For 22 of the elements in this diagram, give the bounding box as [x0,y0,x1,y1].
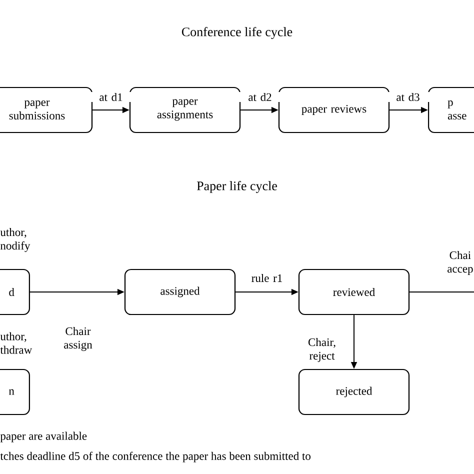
edge-label: Chair, reject [300,337,344,363]
transition-label: uthor, nodify [0,228,30,252]
note: paper are available [0,432,87,442]
state-box: paper reviews [278,86,390,134]
edge-label: rule r1 [245,272,289,284]
transition-label: uthor, thdraw [0,332,32,354]
state-box: reviewed [298,268,410,316]
edge-label: at d2 [238,92,282,102]
state-box: n [0,368,30,416]
state-box: paper assignments [129,86,241,134]
edge-label: Chair assign [56,326,100,352]
state-box: assigned [124,268,236,316]
state-box: d [0,268,30,316]
note: tches deadline d5 of the conference the paper has been submitted to [0,452,310,462]
edge-label: at d3 [386,92,430,102]
state-box: p asse [428,86,474,134]
state-box: paper submissions [0,86,93,134]
edge-label: Chai accep [445,250,474,276]
edge-label: at d1 [89,92,133,102]
title: Paper life cycle [196,181,277,193]
title: Conference life cycle [182,27,292,39]
state-box: rejected [298,368,410,416]
